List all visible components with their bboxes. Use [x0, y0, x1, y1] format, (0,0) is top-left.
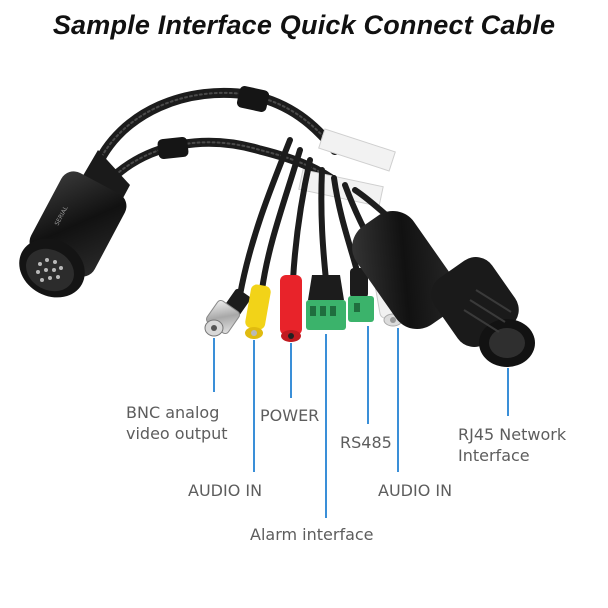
ferrite-bead	[157, 136, 189, 160]
waterproof-rj45-connector-icon	[352, 210, 535, 367]
label-power: POWER	[260, 406, 320, 425]
label-alarm-interface: Alarm interface	[250, 525, 374, 544]
terminal-block-icon	[306, 275, 346, 330]
dc-power-jack-icon	[280, 275, 302, 342]
label-audio-in-left: AUDIO IN	[188, 481, 263, 500]
label-bnc-line1: BNC analog	[126, 403, 220, 422]
trunk-cable	[90, 87, 345, 190]
bnc-connector-icon	[204, 288, 251, 337]
cable-tag	[318, 128, 396, 172]
leader-lines	[213, 326, 509, 518]
multipin-round-connector-icon: SERIAL	[19, 150, 130, 298]
label-bnc-line2: video output	[126, 424, 228, 443]
label-bnc: BNC analog video output	[126, 402, 228, 444]
terminal-block-icon	[348, 268, 374, 322]
ferrite-bead	[236, 86, 270, 112]
page-title: Sample Interface Quick Connect Cable	[52, 10, 556, 40]
label-rs485: RS485	[340, 433, 392, 452]
label-rj45-line1: RJ45 Network	[458, 425, 567, 444]
label-rj45-line2: Interface	[458, 446, 530, 465]
label-rj45: RJ45 Network Interface	[458, 424, 566, 466]
label-audio-in-right: AUDIO IN	[378, 481, 453, 500]
rca-connector-icon	[245, 284, 271, 339]
